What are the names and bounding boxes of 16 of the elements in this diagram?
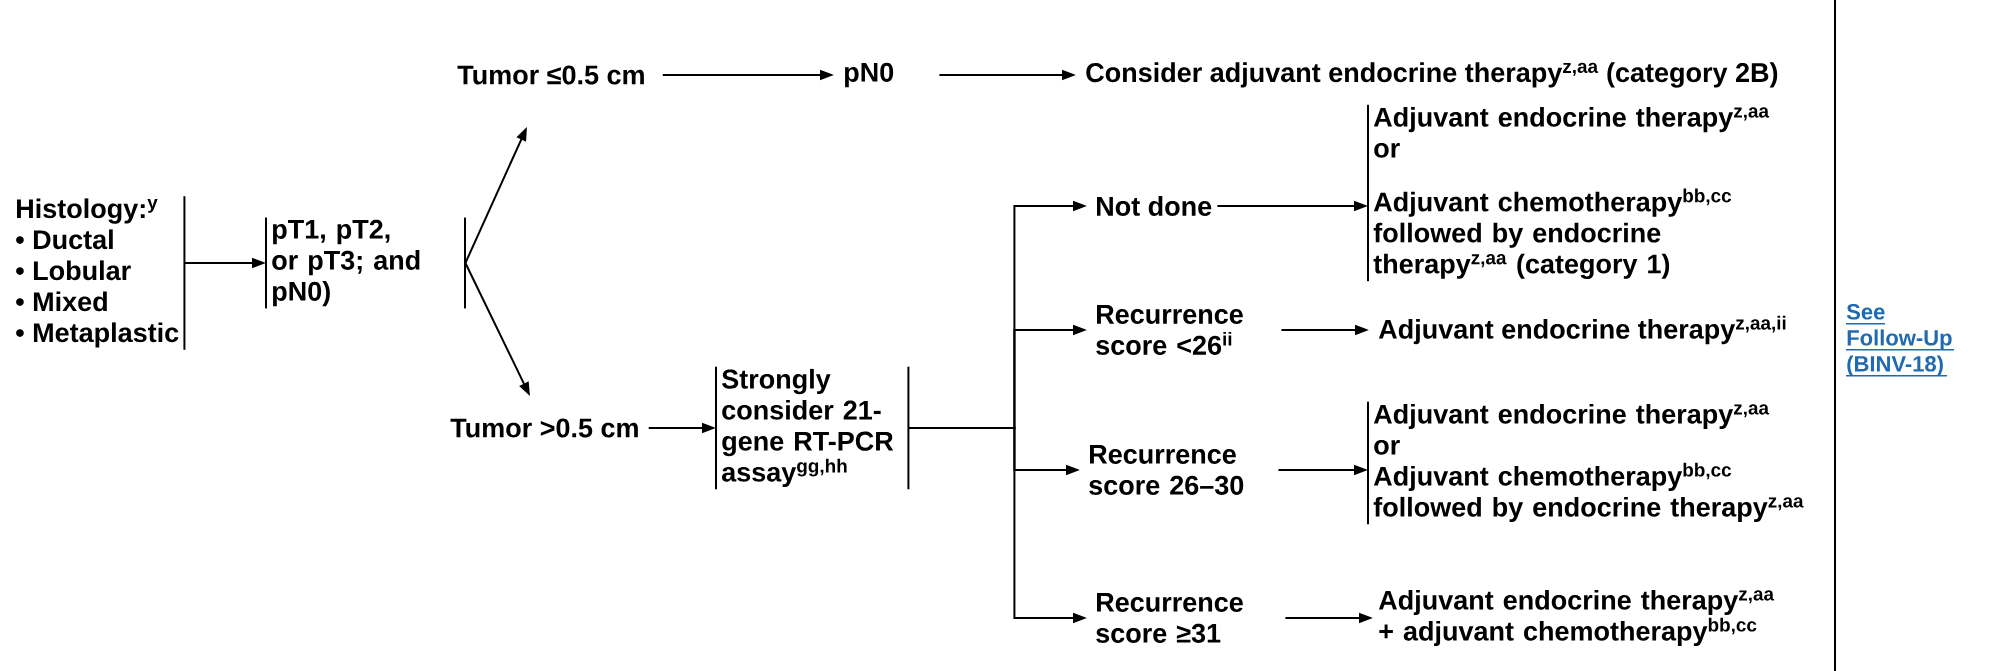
flow-text: Adjuvant endocrine therapy$^{z,aa,ii}$	[1378, 315, 1786, 345]
bracket-box: Adjuvant endocrine therapy$^{z,aa}$ or Adjuvant chemotherapy$^{bb,cc}$ followed by endocrine therapy$^{z,aa}$ (category 1)	[1367, 103, 1770, 283]
bracket-box: Strongly consider 21-gene RT-PCR assay$^{gg,hh}$	[715, 365, 910, 491]
flow-text: Not done	[1097, 196, 1212, 216]
bracket-box: pT1, pT2, or pT3; and pN0)	[265, 216, 466, 310]
flow-text: Adjuvant endocrine therapy$^{z,aa}$ + adjuvant chemotherapy$^{bb,cc}$	[1378, 589, 1775, 647]
flow-text: Tumor >0.5 cm	[450, 418, 638, 438]
flow-text: Consider adjuvant endocrine therapy$^{z,aa}$ (category 2B)	[1086, 62, 1778, 88]
flow-text: pN0	[845, 62, 894, 88]
flow-text: Recurrence score <26$^{ii}$	[1096, 305, 1243, 355]
histology-list: Histology:$^{y}$ • Ductal • Lobular • Mixed • Metaplastic	[16, 195, 186, 351]
flow-text: Recurrence score 26–30	[1089, 445, 1244, 495]
link-text: See Follow-Up (BINV-18)	[1845, 304, 1955, 377]
flow-text: Tumor ≤0.5 cm	[457, 65, 644, 85]
bracket-box: Adjuvant endocrine therapy$^{z,aa}$ or Adjuvant chemotherapy$^{bb,cc}$ followed by endocrine therapy$^{z,aa}$	[1367, 400, 1804, 526]
flow-text: Recurrence score ≥31	[1096, 593, 1243, 643]
